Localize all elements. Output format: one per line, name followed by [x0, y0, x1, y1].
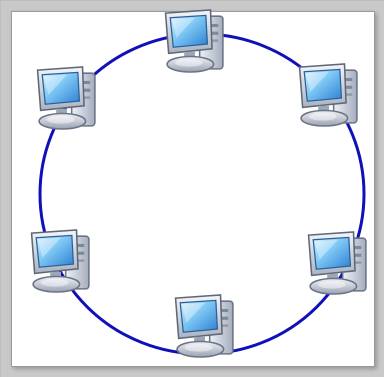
- computer-upper-left-icon: [36, 66, 96, 130]
- computer-upper-right-icon: [298, 63, 358, 127]
- computer-lower-right-icon: [307, 231, 367, 295]
- computer-top-icon: [164, 9, 224, 73]
- computer-bottom-icon: [174, 294, 234, 358]
- computer-lower-left-icon: [30, 229, 90, 293]
